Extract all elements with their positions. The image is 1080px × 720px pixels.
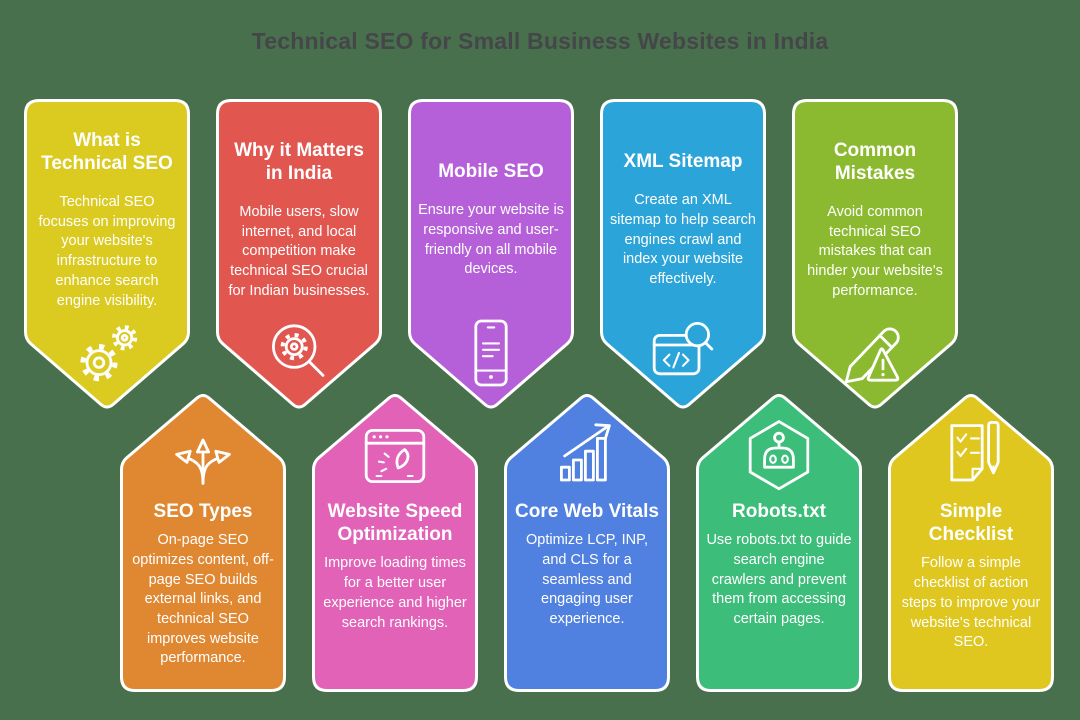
card-body: Optimize LCP, INP, and CLS for a seamles…	[526, 532, 648, 628]
card-body: On-page SEO optimizes content, off-page …	[132, 532, 274, 667]
smartphone-icon	[474, 319, 508, 387]
card-title: Robots.txt	[732, 501, 826, 522]
card-why-it-matters-in-india: Why it Matters in India Mobile users, sl…	[216, 99, 382, 411]
card-common-mistakes: Common Mistakes Avoid common technical S…	[792, 99, 958, 411]
card-title: Why it Matters in India	[234, 139, 364, 184]
card-title: Mobile SEO	[438, 160, 544, 182]
card-body: Create an XML sitemap to help search eng…	[610, 192, 756, 288]
card-title: Core Web Vitals	[515, 501, 659, 522]
card-shape	[216, 99, 382, 409]
card-text: Robots.txt Use robots.txt to guide searc…	[696, 392, 862, 692]
card-title: SEO Types	[153, 501, 253, 522]
card-website-speed-optimization: Website Speed Optimization Improve loadi…	[312, 392, 478, 692]
card-body: Ensure your website is responsive and us…	[418, 202, 564, 278]
card-text: Why it Matters in India Mobile users, sl…	[226, 109, 372, 331]
card-core-web-vitals: Core Web Vitals Optimize LCP, INP, and C…	[504, 392, 670, 692]
card-shape	[120, 394, 286, 692]
card-text: SEO Types On-page SEO optimizes content,…	[120, 392, 286, 692]
card-shape	[408, 99, 574, 409]
card-seo-types: SEO Types On-page SEO optimizes content,…	[120, 392, 286, 692]
card-text: Website Speed Optimization Improve loadi…	[312, 392, 478, 692]
card-title: Simple Checklist	[928, 501, 1014, 546]
card-shape	[24, 99, 190, 409]
card-xml-sitemap: XML Sitemap Create an XML sitemap to hel…	[600, 99, 766, 411]
card-shape	[504, 394, 670, 692]
search-gear-icon	[272, 324, 325, 377]
card-title: Website Speed Optimization	[327, 501, 463, 546]
card-what-is-technical-seo: What is Technical SEO Technical SEO focu…	[24, 99, 190, 411]
card-title: Common Mistakes	[833, 139, 917, 184]
card-body: Technical SEO focuses on improving your …	[38, 194, 176, 309]
card-body: Use robots.txt to guide search engine cr…	[706, 532, 852, 628]
card-shape	[888, 394, 1054, 692]
robot-icon	[748, 420, 810, 491]
code-search-icon	[652, 322, 714, 376]
card-text: XML Sitemap Create an XML sitemap to hel…	[610, 109, 756, 331]
card-title: XML Sitemap	[623, 151, 743, 173]
card-shape	[312, 394, 478, 692]
card-body: Avoid common technical SEO mistakes that…	[807, 203, 943, 299]
card-shape	[600, 99, 766, 409]
gears-icon	[80, 325, 138, 382]
card-text: Mobile SEO Ensure your website is respon…	[418, 109, 564, 331]
card-title: What is Technical SEO	[41, 129, 173, 174]
card-simple-checklist: Simple Checklist Follow a simple checkli…	[888, 392, 1054, 692]
branch-arrows-icon	[175, 438, 231, 485]
pencil-warning-icon	[844, 327, 900, 384]
card-text: What is Technical SEO Technical SEO focu…	[34, 109, 180, 331]
card-body: Mobile users, slow internet, and local c…	[228, 203, 370, 299]
speedometer-icon	[364, 429, 426, 483]
card-text: Common Mistakes Avoid common technical S…	[802, 109, 948, 331]
card-robots-txt: Robots.txt Use robots.txt to guide searc…	[696, 392, 862, 692]
page-title: Technical SEO for Small Business Website…	[251, 28, 829, 54]
card-shape	[696, 394, 862, 692]
card-text: Simple Checklist Follow a simple checkli…	[888, 392, 1054, 692]
checklist-pen-icon	[950, 421, 1000, 482]
card-text: Core Web Vitals Optimize LCP, INP, and C…	[504, 392, 670, 692]
card-shape	[792, 99, 958, 409]
card-body: Follow a simple checklist of action step…	[901, 555, 1041, 651]
growth-chart-icon	[560, 423, 611, 482]
card-mobile-seo: Mobile SEO Ensure your website is respon…	[408, 99, 574, 411]
card-body: Improve loading times for a better user …	[323, 555, 467, 631]
